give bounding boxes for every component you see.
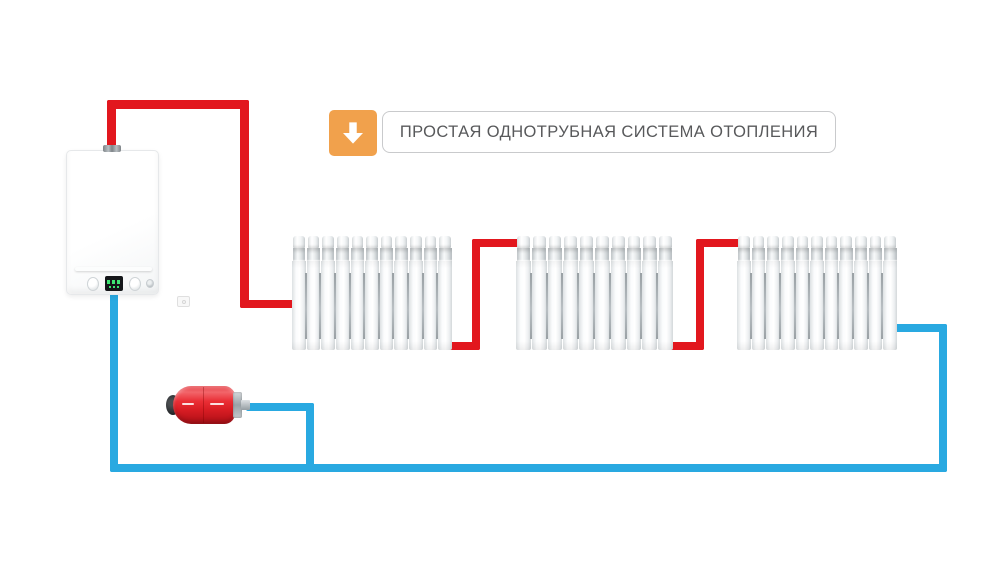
supply-pipe-boiler-riser <box>107 100 116 152</box>
radiator-section <box>409 236 424 350</box>
return-pipe-tank-drop <box>306 403 314 472</box>
boiler-display-dots <box>109 285 120 288</box>
expansion-tank-body <box>173 386 236 424</box>
radiator-section <box>795 236 810 350</box>
down-arrow-icon <box>329 110 377 156</box>
radiator-section <box>626 236 643 350</box>
boiler-flue-fitting <box>103 145 121 152</box>
radiator-section <box>810 236 825 350</box>
expansion-tank-nipple <box>241 400 250 410</box>
return-pipe-bottom-run <box>110 464 947 472</box>
radiator-section <box>438 236 453 350</box>
expansion-tank-flange <box>233 392 242 418</box>
return-pipe-tank-branch <box>246 403 314 411</box>
boiler-display-digits <box>107 279 122 284</box>
title-box: ПРОСТАЯ ОДНОТРУБНАЯ СИСТЕМА ОТОПЛЕНИЯ <box>382 111 836 153</box>
radiator-section <box>365 236 380 350</box>
radiator-section <box>658 236 673 350</box>
supply-pipe-downcomer <box>240 100 249 308</box>
radiator-section <box>824 236 840 350</box>
supply-pipe-radiator2-outlet <box>666 342 704 350</box>
radiator-section <box>868 236 884 350</box>
radiator-section <box>350 236 365 350</box>
radiator-section <box>547 236 564 350</box>
boiler-trim-stripe <box>75 267 152 271</box>
supply-pipe-riser-2 <box>472 239 480 350</box>
page-title: ПРОСТАЯ ОДНОТРУБНАЯ СИСТЕМА ОТОПЛЕНИЯ <box>399 122 819 141</box>
return-pipe-right-riser <box>939 324 947 472</box>
boiler-control-panel <box>73 275 155 292</box>
radiator-section <box>531 236 548 350</box>
radiator-section <box>335 236 351 350</box>
expansion-tank-seam <box>203 387 204 423</box>
radiator-section <box>379 236 395 350</box>
supply-pipe-radiator1-outlet <box>444 342 480 350</box>
return-pipe-radiator3-outlet <box>893 324 947 332</box>
watermark-icon <box>177 296 190 307</box>
radiator-section <box>516 236 532 350</box>
expansion-tank-highlight <box>182 403 194 405</box>
expansion-tank <box>166 386 250 424</box>
radiator-section <box>306 236 321 350</box>
supply-pipe-radiator2-inlet <box>472 239 520 247</box>
radiator-section <box>321 236 336 350</box>
boiler <box>66 145 159 295</box>
radiator-section <box>854 236 869 350</box>
radiator-section <box>579 236 595 350</box>
return-pipe-boiler-drop <box>110 290 118 472</box>
supply-pipe-top-run <box>107 100 249 109</box>
radiator-section <box>563 236 579 350</box>
supply-pipe-radiator1-inlet <box>240 300 294 308</box>
supply-pipe-riser-3 <box>696 239 704 350</box>
down-arrow-glyph <box>343 122 363 144</box>
supply-pipe-radiator3-inlet <box>696 239 741 247</box>
radiator-section <box>839 236 854 350</box>
radiator-section <box>594 236 611 350</box>
radiator-3 <box>737 236 898 350</box>
radiator-section <box>766 236 781 350</box>
expansion-tank-highlight <box>210 403 224 405</box>
boiler-power-button <box>146 279 155 288</box>
boiler-knob-right <box>129 276 142 291</box>
radiator-section <box>737 236 752 350</box>
radiator-section <box>610 236 627 350</box>
radiator-2 <box>516 236 673 350</box>
boiler-knob-left <box>87 276 99 291</box>
radiator-section <box>423 236 439 350</box>
radiator-section <box>292 236 307 350</box>
radiator-section <box>642 236 658 350</box>
radiator-section <box>883 236 898 350</box>
radiator-section <box>751 236 766 350</box>
radiator-section <box>780 236 796 350</box>
radiator-1 <box>292 236 453 350</box>
radiator-section <box>394 236 409 350</box>
boiler-display <box>104 276 124 291</box>
